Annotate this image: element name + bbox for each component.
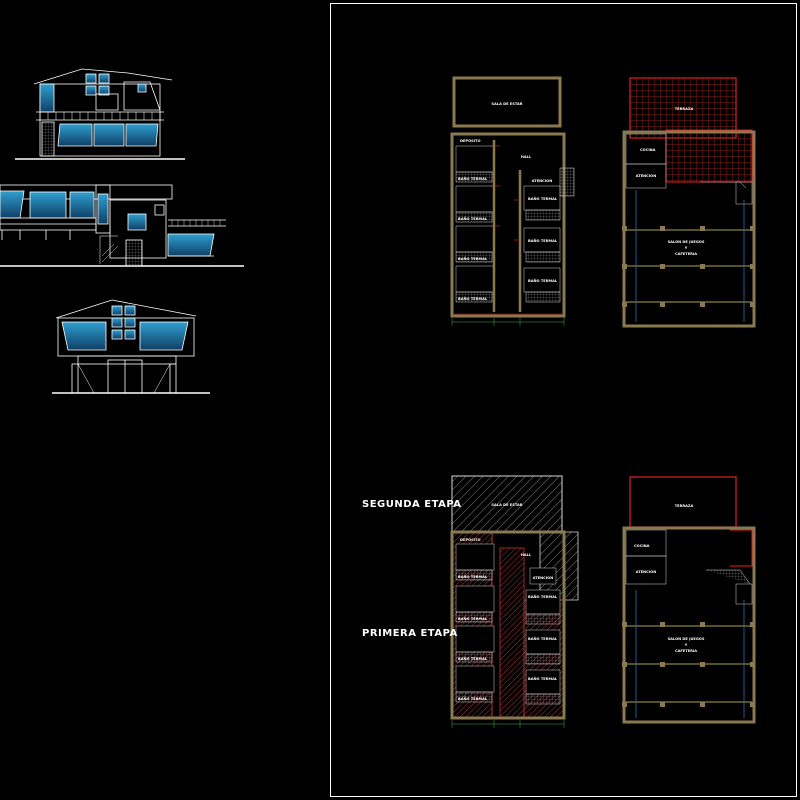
label-cocina: COCINA (640, 148, 656, 152)
stage-label-primera: PRIMERA ETAPA (362, 628, 458, 639)
label-bano-3: BAÑO TERMAL (458, 256, 488, 261)
label-bano-p1: BAÑO TERMAL (458, 574, 488, 579)
label-terraza-phase: TERRAZA (675, 504, 694, 508)
label-atencion: ATENCION (532, 179, 552, 183)
label-bano-p4: BAÑO TERMAL (458, 696, 488, 701)
label-hall-phase: HALL (521, 553, 532, 557)
elevation-side (0, 184, 244, 267)
sheet-frame (330, 3, 797, 797)
plan-ground-floor-phases: SALA DE ESTAR DEPOSITO HALL ATENCION BAÑ… (450, 475, 579, 728)
label-atencion-upper-phase: ATENCION (636, 570, 656, 574)
label-bano-4: BAÑO TERMAL (458, 296, 488, 301)
label-bano-p5: BAÑO TERMAL (528, 594, 558, 599)
elevation-front (15, 68, 185, 160)
label-bano-p7: BAÑO TERMAL (528, 676, 558, 681)
plan-ground-floor-top: SALA DE ESTAR DEPOSITO HALL ATENCION BAÑ… (450, 76, 575, 326)
label-salon-p-l3: CAFETERIA (675, 649, 697, 653)
label-salon-p-l1: SALON DE JUEGOS (668, 637, 705, 641)
label-hall: HALL (521, 155, 532, 159)
label-bano-2: BAÑO TERMAL (458, 216, 488, 221)
label-bano-5: BAÑO TERMAL (528, 196, 558, 201)
label-salon-l3: CAFETERIA (675, 252, 697, 256)
label-terraza: TERRAZA (675, 107, 694, 111)
label-deposito: DEPOSITO (460, 139, 481, 143)
label-bano-p6: BAÑO TERMAL (528, 636, 558, 641)
label-salon-l1: SALON DE JUEGOS (668, 240, 705, 244)
label-bano-7: BAÑO TERMAL (528, 278, 558, 283)
label-bano-p2: BAÑO TERMAL (458, 616, 488, 621)
label-cocina-phase: COCINA (634, 544, 650, 548)
plan-upper-floor-top: TERRAZA COCINA ATENCION SALON DE JUEGOS … (622, 77, 756, 328)
elevation-rear (52, 299, 210, 394)
label-salon-l2: Y (684, 246, 688, 250)
stage-label-segunda: SEGUNDA ETAPA (362, 499, 462, 510)
label-bano-p3: BAÑO TERMAL (458, 656, 488, 661)
label-atencion-upper: ATENCION (636, 174, 656, 178)
label-atencion-phase: ATENCION (533, 576, 553, 580)
label-bano-1: BAÑO TERMAL (458, 176, 488, 181)
label-deposito-phase: DEPOSITO (460, 538, 481, 542)
plan-upper-floor-phases: TERRAZA COCINA ATENCION SALON DE JUEGOS … (622, 476, 756, 724)
label-salon-p-l2: Y (684, 643, 688, 647)
label-sala: SALA DE ESTAR (491, 102, 522, 106)
label-sala-phase: SALA DE ESTAR (491, 503, 522, 507)
label-bano-6: BAÑO TERMAL (528, 238, 558, 243)
